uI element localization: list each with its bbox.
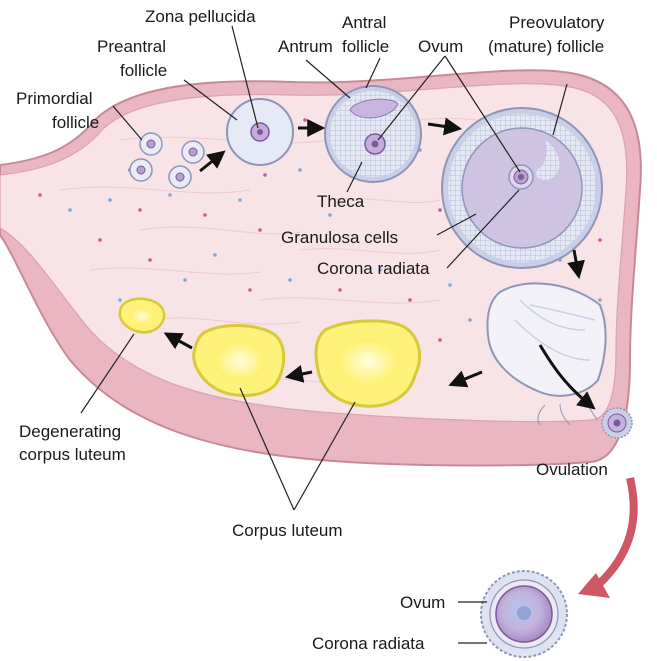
- preovulatory-follicle: [442, 108, 602, 268]
- primordial-follicle: [182, 141, 204, 163]
- label-degenerating-line1: Degenerating: [19, 422, 121, 441]
- label-preovulatory-line2: (mature) follicle: [488, 37, 604, 56]
- degenerating-corpus-luteum: [120, 299, 164, 332]
- label-corona-radiata-bottom: Corona radiata: [312, 634, 425, 653]
- preantral-follicle: [227, 99, 293, 165]
- label-corpus-luteum: Corpus luteum: [232, 521, 343, 540]
- label-ovulation: Ovulation: [536, 460, 608, 479]
- label-ovum-top: Ovum: [418, 37, 463, 56]
- label-preantral-line2: follicle: [120, 61, 167, 80]
- label-ovum-bottom: Ovum: [400, 593, 445, 612]
- label-primordial-line2: follicle: [52, 113, 99, 132]
- enlarged-ovum: [481, 571, 567, 657]
- label-granulosa-cells: Granulosa cells: [281, 228, 398, 247]
- primordial-follicle: [169, 166, 191, 188]
- label-degenerating-line2: corpus luteum: [19, 445, 126, 464]
- label-preantral-line1: Preantral: [97, 37, 166, 56]
- big-red-arrow: [578, 478, 634, 598]
- label-primordial-line1: Primordial: [16, 89, 93, 108]
- primordial-follicle: [140, 133, 162, 155]
- antral-follicle: [325, 86, 421, 182]
- primordial-follicle: [130, 159, 152, 181]
- label-antral-follicle-line1: Antral: [342, 13, 386, 32]
- label-preovulatory-line1: Preovulatory: [509, 13, 605, 32]
- label-zona-pellucida: Zona pellucida: [145, 7, 256, 26]
- label-corona-radiata-top: Corona radiata: [317, 259, 430, 278]
- label-antral-follicle-line2: follicle: [342, 37, 389, 56]
- corpus-luteum: [316, 321, 420, 406]
- label-antrum: Antrum: [278, 37, 333, 56]
- released-ovum: [602, 408, 632, 438]
- label-theca: Theca: [317, 192, 365, 211]
